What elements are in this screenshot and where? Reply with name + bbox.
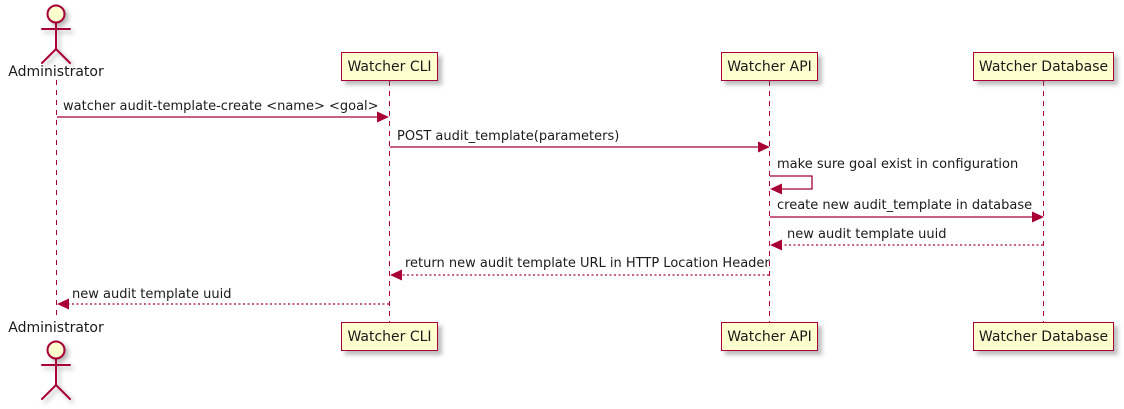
message-label-5: new audit template uuid — [787, 227, 947, 242]
participant-top-watcher-api: Watcher API — [721, 52, 818, 81]
actor-label-administrator-bottom: Administrator — [8, 320, 104, 336]
participant-label: Watcher API — [727, 58, 812, 75]
administrator-actor-icon-bottom — [41, 340, 71, 400]
message-arrow-7 — [57, 298, 389, 310]
message-arrow-3-self — [770, 175, 813, 195]
lifelines — [56, 80, 1044, 322]
participant-bottom-watcher-cli: Watcher CLI — [341, 322, 438, 351]
participant-label: Watcher Database — [978, 58, 1109, 75]
message-label-3: make sure goal exist in configuration — [777, 157, 1019, 172]
participant-top-watcher-database: Watcher Database — [973, 52, 1114, 81]
participant-label: Watcher CLI — [347, 328, 432, 345]
message-arrow-4 — [770, 211, 1044, 223]
message-label-2: POST audit_template(parameters) — [397, 129, 620, 144]
message-label-4: create new audit_template in database — [777, 198, 1033, 213]
actor-label-administrator-top: Administrator — [8, 64, 104, 80]
participant-label: Watcher API — [727, 328, 812, 345]
participant-label: Watcher CLI — [347, 58, 432, 75]
participant-top-watcher-cli: Watcher CLI — [341, 52, 438, 81]
message-arrow-2 — [390, 141, 770, 153]
message-label-6: return new audit template URL in HTTP Lo… — [405, 256, 770, 271]
message-arrow-5 — [770, 239, 1043, 251]
message-label-1: watcher audit-template-create <name> <go… — [63, 99, 379, 114]
message-arrow-6 — [390, 269, 769, 281]
administrator-actor-icon — [41, 4, 71, 64]
message-label-7: new audit template uuid — [72, 287, 232, 302]
participant-label: Watcher Database — [978, 328, 1109, 345]
participant-bottom-watcher-database: Watcher Database — [973, 322, 1114, 351]
message-arrow-1 — [57, 111, 389, 123]
participant-bottom-watcher-api: Watcher API — [721, 322, 818, 351]
